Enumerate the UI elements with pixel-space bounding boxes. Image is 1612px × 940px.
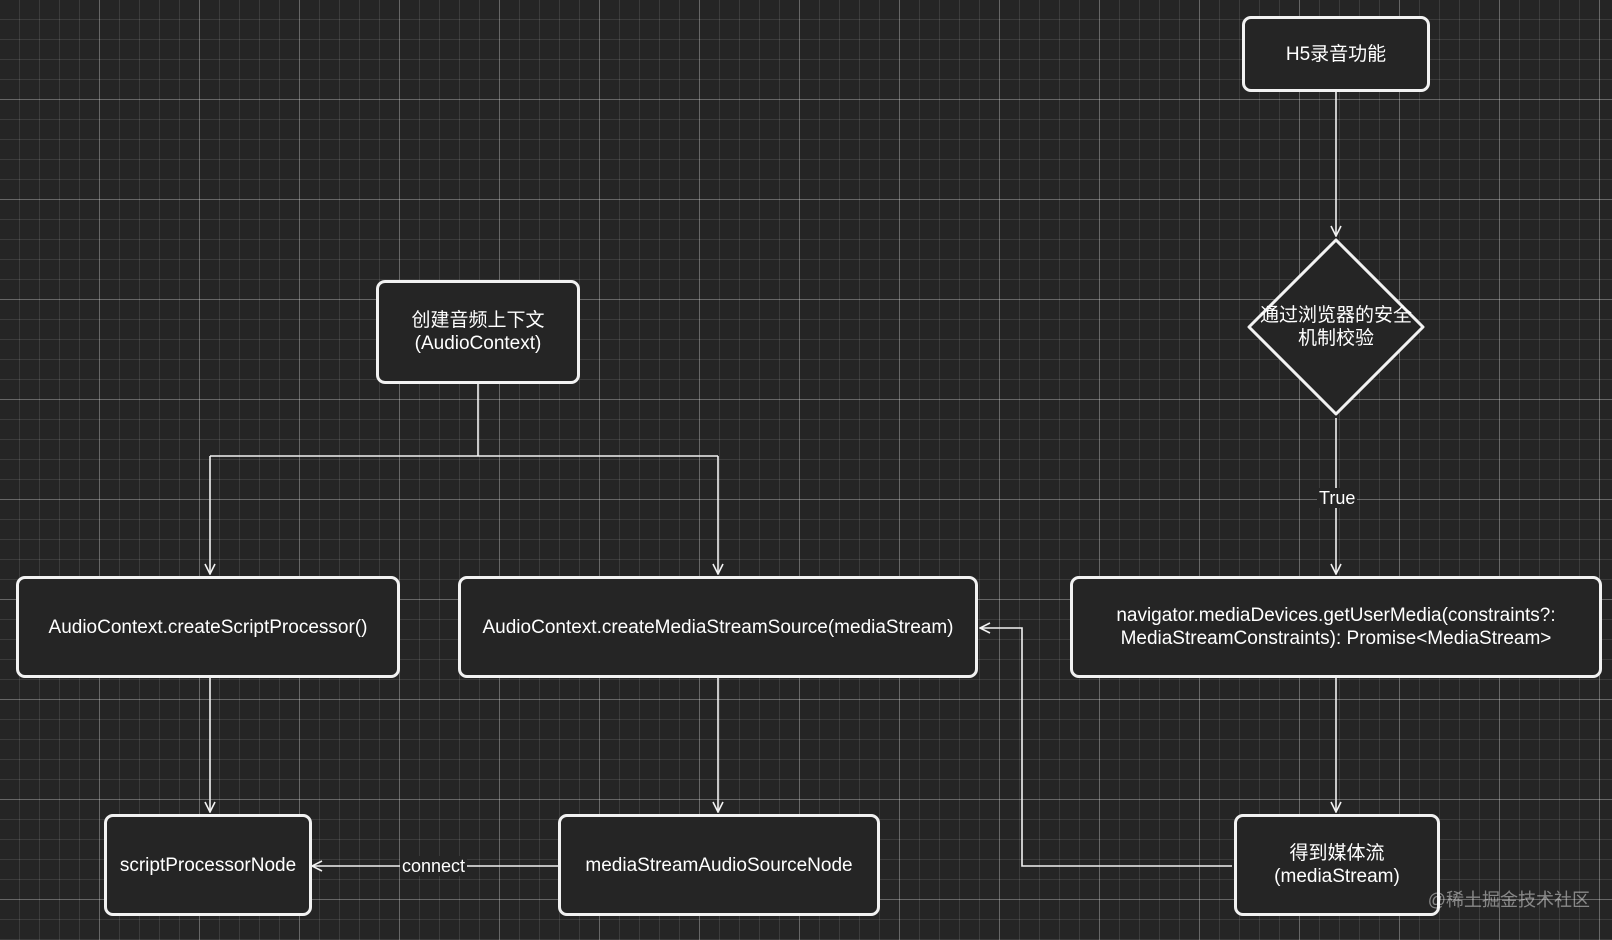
- media-stream-line2: (mediaStream): [1274, 866, 1400, 887]
- edge-mediastream-to-createsource: [980, 628, 1232, 867]
- h5-recording-node: H5录音功能: [1242, 16, 1430, 92]
- true-edge-label: True: [1317, 488, 1358, 508]
- security-check-label: 通过浏览器的安全 机制校验: [1259, 305, 1412, 349]
- audio-context-line2: (AudioContext): [414, 333, 542, 354]
- create-script-processor-node: AudioContext.createScriptProcessor(): [16, 576, 400, 678]
- media-stream-audio-source-node-label: mediaStreamAudioSourceNode: [585, 854, 853, 876]
- create-media-stream-source-node: AudioContext.createMediaStreamSource(med…: [458, 576, 978, 678]
- security-check-diamond: [1247, 238, 1425, 416]
- media-stream-node: 得到媒体流 (mediaStream): [1234, 814, 1440, 916]
- script-processor-node-label: scriptProcessorNode: [119, 854, 297, 876]
- audio-context-node: 创建音频上下文 (AudioContext): [376, 280, 580, 384]
- connect-edge-label: connect: [400, 856, 468, 876]
- media-stream-audio-source-node: mediaStreamAudioSourceNode: [558, 814, 880, 916]
- audio-context-line1: 创建音频上下文: [411, 310, 545, 331]
- edge-audiocontext-split: [210, 384, 718, 457]
- media-stream-line1: 得到媒体流: [1289, 843, 1385, 864]
- get-user-media-line1: navigator.mediaDevices.getUserMedia(cons…: [1116, 605, 1556, 626]
- watermark: @稀土掘金技术社区: [1427, 890, 1590, 910]
- create-media-stream-source-label: AudioContext.createMediaStreamSource(med…: [482, 616, 954, 638]
- script-processor-node: scriptProcessorNode: [104, 814, 312, 916]
- h5-recording-label: H5录音功能: [1285, 43, 1387, 65]
- create-script-processor-label: AudioContext.createScriptProcessor(): [48, 616, 368, 638]
- get-user-media-line2: MediaStreamConstraints): Promise<MediaSt…: [1120, 628, 1552, 649]
- get-user-media-node: navigator.mediaDevices.getUserMedia(cons…: [1070, 576, 1602, 678]
